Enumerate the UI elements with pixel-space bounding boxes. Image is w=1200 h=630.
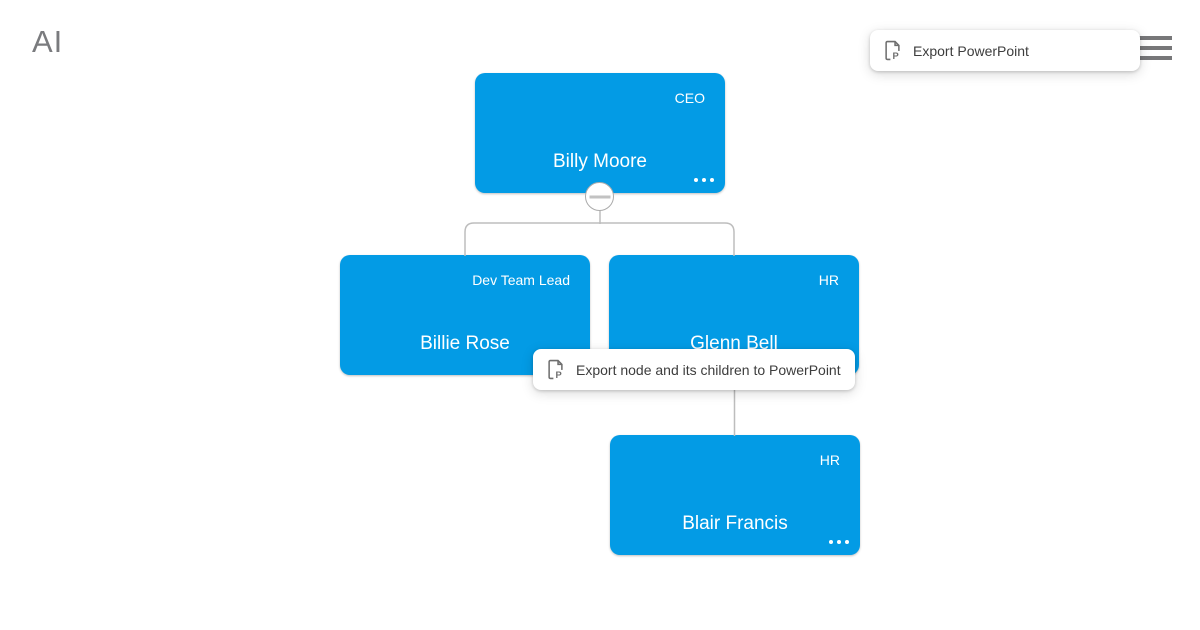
hamburger-bar (1128, 56, 1172, 60)
svg-text:P: P (893, 51, 899, 61)
node-menu-dots[interactable] (829, 540, 849, 544)
export-powerpoint-menu-item[interactable]: P Export PowerPoint (870, 30, 1140, 71)
node-title: CEO (674, 90, 705, 106)
node-title: Dev Team Lead (472, 272, 570, 288)
node-menu-dots[interactable] (694, 178, 714, 182)
hamburger-bar (1128, 46, 1172, 50)
collapse-toggle-button[interactable] (585, 182, 614, 211)
node-name: Blair Francis (682, 513, 788, 534)
hamburger-bar (1128, 36, 1172, 40)
export-node-tooltip-label: Export node and its children to PowerPoi… (576, 361, 841, 378)
node-name: Billy Moore (553, 151, 647, 172)
powerpoint-file-icon: P (548, 359, 564, 380)
node-title: HR (819, 452, 840, 468)
export-node-tooltip[interactable]: P Export node and its children to PowerP… (533, 349, 855, 390)
connector-ceo-to-children (464, 222, 735, 256)
svg-text:P: P (556, 370, 562, 380)
node-name: Glenn Bell (690, 333, 778, 354)
org-node-blair-francis[interactable]: HR Blair Francis (610, 435, 860, 555)
minus-icon (589, 195, 610, 198)
node-name: Billie Rose (420, 333, 510, 354)
export-powerpoint-label: Export PowerPoint (913, 42, 1029, 59)
node-title: HR (818, 272, 839, 288)
org-node-billie-rose[interactable]: Dev Team Lead Billie Rose (340, 255, 590, 375)
app-logo: AI (32, 24, 64, 59)
powerpoint-file-icon: P (885, 40, 901, 61)
org-node-billy-moore[interactable]: CEO Billy Moore (475, 73, 725, 193)
hamburger-menu-button[interactable] (1128, 36, 1172, 60)
